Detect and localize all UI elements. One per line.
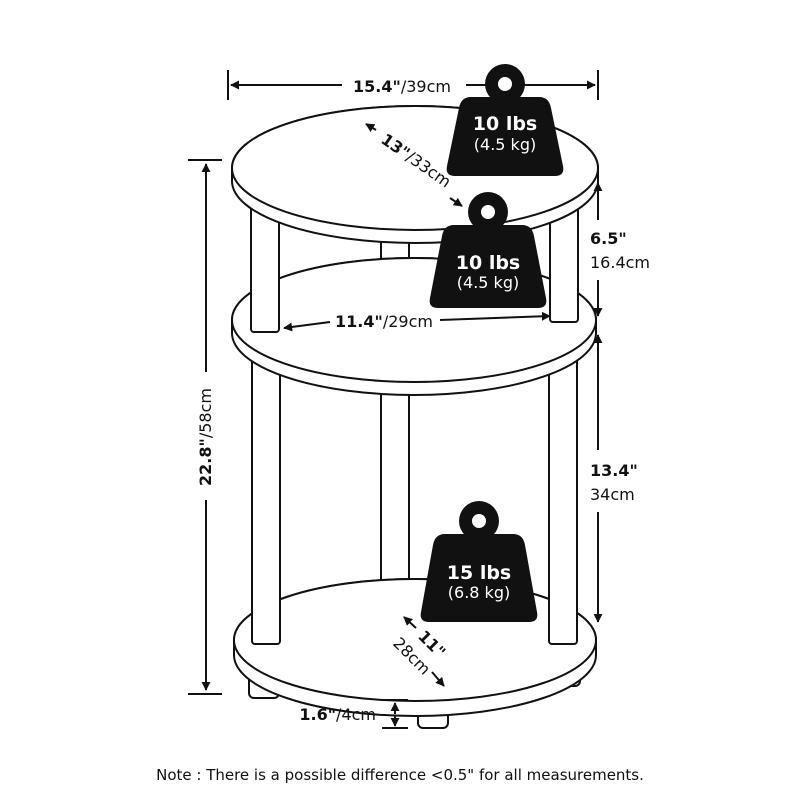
front-right-post-lower [548,356,578,645]
back-post-lower [380,371,410,605]
bottom-diagonal-arrow-b [431,671,445,687]
top-diagonal-arrow-a [365,123,377,133]
weight-bottom-kg: (6.8 kg) [448,583,510,602]
lower-spacing-imperial: 13.4" [590,461,638,480]
bottom-diagonal-arrow-a [403,616,417,629]
top-spacing-imperial: 6.5" [590,229,627,248]
middle-width-label: 11.4"/29cm [335,312,433,331]
dimension-lines [188,70,603,729]
middle-width-arrow-right [439,311,551,321]
top-width-label: 15.4"/39cm [353,77,451,96]
measurement-note: Note : There is a possible difference <0… [156,766,644,784]
weight-middle-kg: (4.5 kg) [457,273,519,292]
weight-top-lbs: 10 lbs [473,113,537,135]
weight-icon-bottom: 15 lbs (6.8 kg) [420,501,538,622]
weight-icon-middle: 10 lbs (4.5 kg) [429,192,547,308]
foot-height-label: 1.6"/4cm [299,705,376,724]
weight-icon-top: 10 lbs (4.5 kg) [446,64,564,176]
table-drawing [231,105,599,729]
total-height-label: 22.8"/58cm [196,388,215,486]
weight-bottom-lbs: 15 lbs [447,562,511,584]
top-spacing-metric: 16.4cm [590,253,650,272]
top-diagonal-arrow-b [449,197,463,207]
front-left-post-lower [251,356,281,645]
lower-spacing-metric: 34cm [590,485,635,504]
weight-middle-lbs: 10 lbs [456,252,520,274]
weight-top-kg: (4.5 kg) [474,135,536,154]
middle-width-arrow-left [283,321,331,332]
